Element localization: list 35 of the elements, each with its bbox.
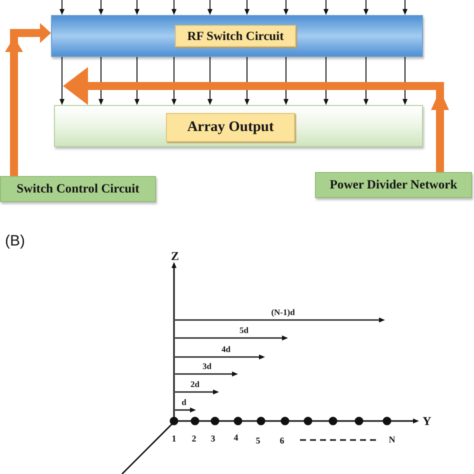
dimension-label: 4d — [222, 344, 230, 354]
arrow — [60, 0, 64, 15]
element-number: N — [388, 436, 396, 444]
axis-label: Z — [171, 250, 179, 262]
element-number: 1 — [172, 434, 176, 444]
arrow — [324, 0, 328, 15]
dimension-label: 5d — [240, 326, 248, 334]
arrow — [284, 0, 288, 15]
arrow — [98, 0, 104, 15]
dimension-label: (N-1)d — [271, 308, 295, 316]
process-band — [51, 15, 423, 57]
arrow — [244, 0, 250, 15]
dimension-label: 2d — [190, 380, 200, 388]
node-label: Array Output — [166, 113, 295, 142]
element-number: 2 — [192, 434, 196, 444]
process-box — [0, 176, 156, 202]
arrow — [402, 0, 408, 15]
axis-label: Y — [422, 415, 432, 427]
dimension-label: d — [182, 398, 186, 406]
element-number: 3 — [210, 434, 216, 444]
arrow — [364, 0, 368, 15]
arrow — [60, 56, 64, 105]
box-label: Power Divider Network — [330, 178, 458, 192]
arrow — [134, 0, 140, 15]
node-label: RF Switch Circuit — [175, 25, 296, 47]
element-number: 5 — [256, 436, 260, 446]
panel-label: (B) — [5, 234, 25, 248]
dimension-label: 3d — [202, 362, 212, 370]
process-box — [315, 172, 472, 198]
arrow — [172, 0, 176, 15]
box-label: Switch Control Circuit — [16, 182, 140, 196]
output-band — [54, 105, 423, 147]
element-number: 6 — [280, 436, 284, 446]
arrow — [208, 0, 212, 15]
element-number: 4 — [234, 434, 238, 442]
